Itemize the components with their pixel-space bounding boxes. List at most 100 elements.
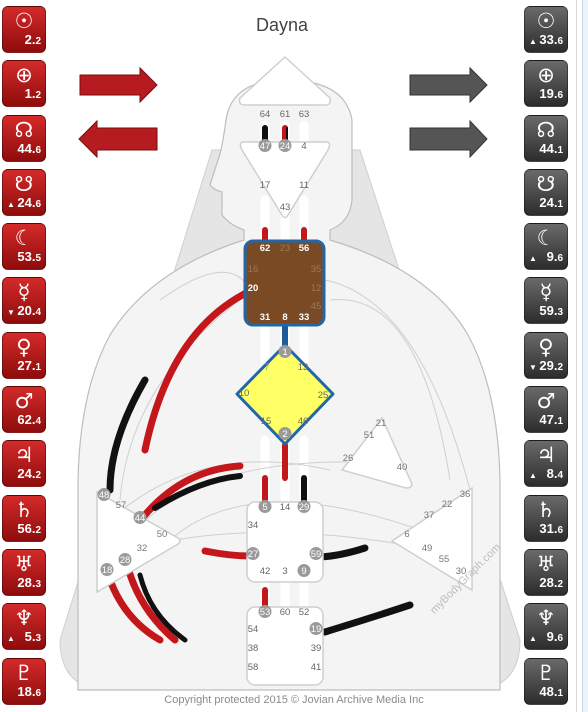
gate-9-marker xyxy=(297,564,311,577)
design-planet-pluto[interactable]: ♇18.6 xyxy=(2,657,46,705)
gate-57: 57 xyxy=(116,500,127,511)
design-planet-uranus[interactable]: ♅28.3 xyxy=(2,548,46,596)
personality-planet-sun[interactable]: ☉▲33.6 xyxy=(524,6,568,53)
gate-48-marker xyxy=(97,488,111,501)
channel-28-38-b xyxy=(137,572,188,643)
gate-line-value: 9.6 xyxy=(547,250,563,266)
gate-51: 51 xyxy=(364,430,375,441)
gate-29-marker xyxy=(297,500,311,513)
gate-number: 18. xyxy=(17,683,36,699)
gate-44-marker xyxy=(133,511,147,524)
line-number: 6 xyxy=(35,198,41,210)
gate-34: 34 xyxy=(248,520,259,531)
gate-6: 6 xyxy=(404,529,409,540)
personality-planet-uranus[interactable]: ♅28.2 xyxy=(524,548,568,596)
mercury-icon: ☿ xyxy=(539,280,553,305)
personality-planet-neptune[interactable]: ♆▲9.6 xyxy=(524,603,568,651)
design-planet-column: ☉2.2 ⊕1.2 ☊44.6 ☋▲24.6 ☾53.5 ☿▼20.4 ♀27.1 ♂62.4… xyxy=(2,6,48,712)
design-arrow-left-bottom xyxy=(78,119,158,159)
earth-icon: ⊕ xyxy=(15,63,33,88)
gate-60: 60 xyxy=(280,607,291,618)
personality-planet-mercury[interactable]: ☿59.3 xyxy=(524,277,568,325)
line-number: 2 xyxy=(35,36,41,47)
mars-icon: ♂ xyxy=(536,389,556,414)
gate-5: 5 xyxy=(262,502,267,513)
gate-30: 30 xyxy=(456,566,467,577)
line-number: 6 xyxy=(557,253,563,265)
channel-44-26 xyxy=(136,462,244,525)
personality-planet-earth[interactable]: ⊕19.6 xyxy=(524,60,568,108)
design-planet-earth[interactable]: ⊕1.2 xyxy=(2,60,46,108)
personality-planet-north-node[interactable]: ☊44.1 xyxy=(524,114,568,162)
line-number: 6 xyxy=(35,687,41,699)
window-scrollbar[interactable] xyxy=(582,0,588,712)
design-planet-venus[interactable]: ♀27.1 xyxy=(2,331,46,379)
gate-number: 28. xyxy=(17,574,36,590)
gate-line-value: 44.6 xyxy=(17,141,41,158)
detriment-arrow-icon: ▼ xyxy=(529,362,537,372)
gate-line-value: 20.4 xyxy=(17,304,41,320)
gate-49: 49 xyxy=(422,543,433,554)
design-planet-moon[interactable]: ☾53.5 xyxy=(2,223,46,271)
design-planet-mercury[interactable]: ☿▼20.4 xyxy=(2,277,46,325)
gate-42: 42 xyxy=(260,566,271,577)
line-number: 3 xyxy=(35,578,41,590)
design-planet-jupiter[interactable]: ♃24.2 xyxy=(2,440,46,488)
gate-number: 53. xyxy=(17,249,36,265)
design-planet-neptune[interactable]: ♆▲5.3 xyxy=(2,603,46,651)
gate-53: 53 xyxy=(260,607,271,618)
gate-58: 58 xyxy=(248,662,259,673)
design-planet-south-node[interactable]: ☋▲24.6 xyxy=(2,168,46,216)
gate-line-value: 31.6 xyxy=(539,521,563,538)
exalted-arrow-icon: ▲ xyxy=(529,254,537,264)
gate-line-value: 53.5 xyxy=(17,250,41,266)
gate-29: 29 xyxy=(299,502,310,513)
gate-40: 40 xyxy=(397,462,408,473)
personality-planet-jupiter[interactable]: ♃▲8.4 xyxy=(524,440,568,488)
line-number: 3 xyxy=(35,633,41,645)
channel-20-57 xyxy=(141,287,254,454)
line-number: 1 xyxy=(557,198,563,210)
design-planet-saturn[interactable]: ♄56.2 xyxy=(2,494,46,542)
gate-number: 33. xyxy=(539,32,558,47)
personality-planet-mars[interactable]: ♂47.1 xyxy=(524,386,568,434)
mars-icon: ♂ xyxy=(14,389,34,414)
personality-planet-venus[interactable]: ♀▼29.2 xyxy=(524,331,568,379)
gate-number: 20. xyxy=(17,303,36,319)
channel-48-16 xyxy=(106,376,149,494)
detriment-arrow-icon: ▼ xyxy=(7,308,15,318)
heart-center xyxy=(340,416,413,489)
moon-icon: ☾ xyxy=(536,226,556,251)
channel-44-26-b xyxy=(152,473,243,511)
sun-icon: ☉ xyxy=(536,9,556,33)
personality-planet-saturn[interactable]: ♄31.6 xyxy=(524,494,568,542)
line-number: 5 xyxy=(35,253,41,265)
gate-4: 4 xyxy=(301,141,306,152)
design-planet-north-node[interactable]: ☊44.6 xyxy=(2,114,46,162)
design-planet-mars[interactable]: ♂62.4 xyxy=(2,386,46,434)
line-number: 2 xyxy=(35,524,41,536)
design-planet-sun[interactable]: ☉2.2 xyxy=(2,6,46,53)
line-number: 6 xyxy=(35,144,41,156)
line-number: 1 xyxy=(557,416,563,428)
gate-line-value: 48.1 xyxy=(539,684,563,701)
gate-line-value: 9.6 xyxy=(547,630,563,646)
gate-46: 46 xyxy=(298,416,309,427)
personality-planet-south-node[interactable]: ☋24.1 xyxy=(524,168,568,216)
jupiter-icon: ♃ xyxy=(14,443,34,468)
gate-59: 59 xyxy=(311,549,322,560)
line-number: 2 xyxy=(557,361,563,373)
personality-planet-pluto[interactable]: ♇48.1 xyxy=(524,657,568,705)
gate-line-value: 62.4 xyxy=(17,413,41,429)
north-node-icon: ☊ xyxy=(14,117,34,142)
line-number: 6 xyxy=(557,524,563,536)
personality-planet-moon[interactable]: ☾ ▲ 9.6 xyxy=(524,223,568,271)
gate-2: 2 xyxy=(282,429,287,440)
gate-number: 44. xyxy=(539,140,558,156)
gate-number: 47. xyxy=(539,412,558,428)
gate-number: 9. xyxy=(546,629,558,645)
line-number: 6 xyxy=(557,90,563,102)
copyright-footer: Copyright protected 2015 © Jovian Archiv… xyxy=(164,694,424,706)
